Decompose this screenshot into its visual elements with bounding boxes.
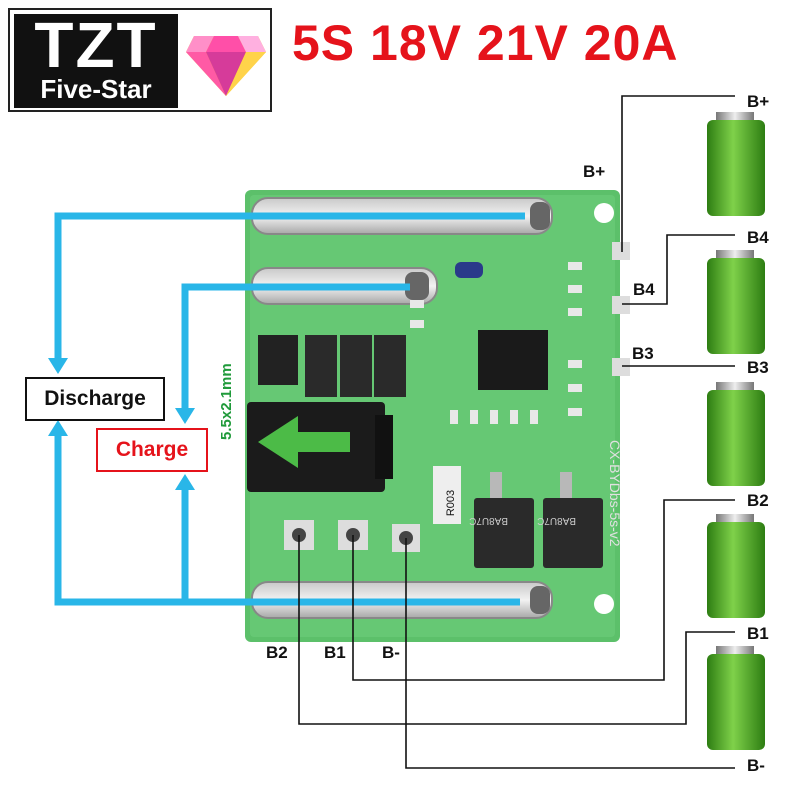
board-pad-label-b-minus: B- <box>382 643 400 662</box>
chip-r003-label: R003 <box>445 490 457 516</box>
mosfet-2 <box>543 472 603 568</box>
board-pad-label-b1: B1 <box>324 643 346 662</box>
battery-label-b2: B2 <box>747 491 769 510</box>
battery-stack <box>707 112 765 750</box>
pcb-components: R003 <box>258 262 582 524</box>
arrow-down-icon <box>175 408 195 424</box>
brand-logo: TZT Five-Star <box>8 8 272 112</box>
arrow-up-icon <box>48 420 68 436</box>
diamond-logo-icon <box>186 36 266 96</box>
battery-label-b-plus: B+ <box>747 92 770 111</box>
board-pad-label-b3: B3 <box>632 344 654 363</box>
board-pad-label-b-plus: B+ <box>583 162 606 181</box>
spec-heading: 5S 18V 21V 20A <box>292 15 679 71</box>
battery-cell-icon <box>707 382 765 486</box>
mosfet-1 <box>474 472 534 568</box>
board-model-marking: CX-BYDbs-5s-v2 <box>607 440 623 547</box>
battery-cell-icon <box>707 646 765 750</box>
arrow-up-icon <box>175 474 195 490</box>
battery-label-b1: B1 <box>747 624 769 643</box>
board-pad-label-b2: B2 <box>266 643 288 662</box>
battery-label-b-minus: B- <box>747 756 765 775</box>
arrow-left-icon <box>258 416 350 468</box>
charge-label: Charge <box>96 428 208 472</box>
battery-label-b3: B3 <box>747 358 769 377</box>
battery-label-b4: B4 <box>747 228 769 247</box>
balance-wires <box>298 95 735 769</box>
right-pads <box>612 242 630 376</box>
battery-cell-icon <box>707 514 765 618</box>
battery-cell-icon <box>707 112 765 216</box>
mosfet-2-marking: BA8U7C <box>537 515 576 526</box>
logo-text-panel: TZT Five-Star <box>14 9 178 108</box>
mosfet-1-marking: BA8U7C <box>469 515 508 526</box>
logo-subtitle: Five-Star <box>40 74 152 104</box>
discharge-label: Discharge <box>25 377 165 421</box>
board-pad-label-b4: B4 <box>633 280 655 299</box>
battery-cell-icon <box>707 250 765 354</box>
flow-lines <box>54 212 525 606</box>
arrow-down-icon <box>48 358 68 374</box>
dc-jack-size-label: 5.5x2.1mm <box>218 363 235 440</box>
logo-brand: TZT <box>34 9 158 81</box>
